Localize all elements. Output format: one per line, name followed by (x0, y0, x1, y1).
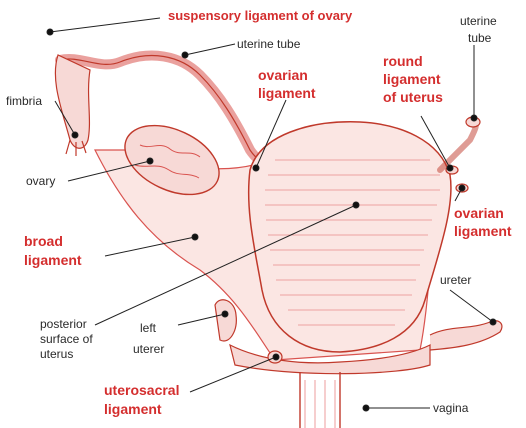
label-ureter: ureter (440, 273, 471, 287)
ureter-left-shape (215, 300, 236, 341)
uterine-tube-right-shape (440, 120, 476, 170)
label-ovarian-ligament-right-1: ovarian (454, 204, 504, 222)
label-ovarian-ligament-right-2: ligament (454, 222, 512, 240)
label-round-ligament-1: round (383, 52, 423, 70)
label-round-ligament-2: ligament (383, 70, 441, 88)
label-uterosacral-ligament-2: ligament (104, 400, 162, 418)
label-uterine-tube-left: uterine tube (237, 37, 300, 51)
label-ovary: ovary (26, 174, 55, 188)
label-broad-ligament-2: ligament (24, 251, 82, 269)
label-uterine-tube-right-2: tube (468, 31, 491, 45)
label-left-ureter-1: left (140, 321, 156, 335)
label-ovarian-ligament-left-2: ligament (258, 84, 316, 102)
label-vagina: vagina (433, 401, 468, 415)
label-suspensory-ligament: suspensory ligament of ovary (168, 8, 352, 24)
label-fimbria: fimbria (6, 94, 42, 108)
label-uterosacral-ligament-1: uterosacral (104, 381, 179, 399)
label-ovarian-ligament-left-1: ovarian (258, 66, 308, 84)
label-uterine-tube-right-1: uterine (460, 14, 497, 28)
label-posterior-3: uterus (40, 347, 73, 361)
ureter-right-shape (430, 321, 502, 350)
vagina-shape (300, 372, 340, 428)
label-broad-ligament-1: broad (24, 232, 63, 250)
label-round-ligament-3: of uterus (383, 88, 443, 106)
fimbria-shape (55, 55, 90, 156)
label-posterior-1: posterior (40, 317, 87, 331)
label-posterior-2: surface of (40, 332, 93, 346)
label-left-ureter-2: uterer (133, 342, 164, 356)
